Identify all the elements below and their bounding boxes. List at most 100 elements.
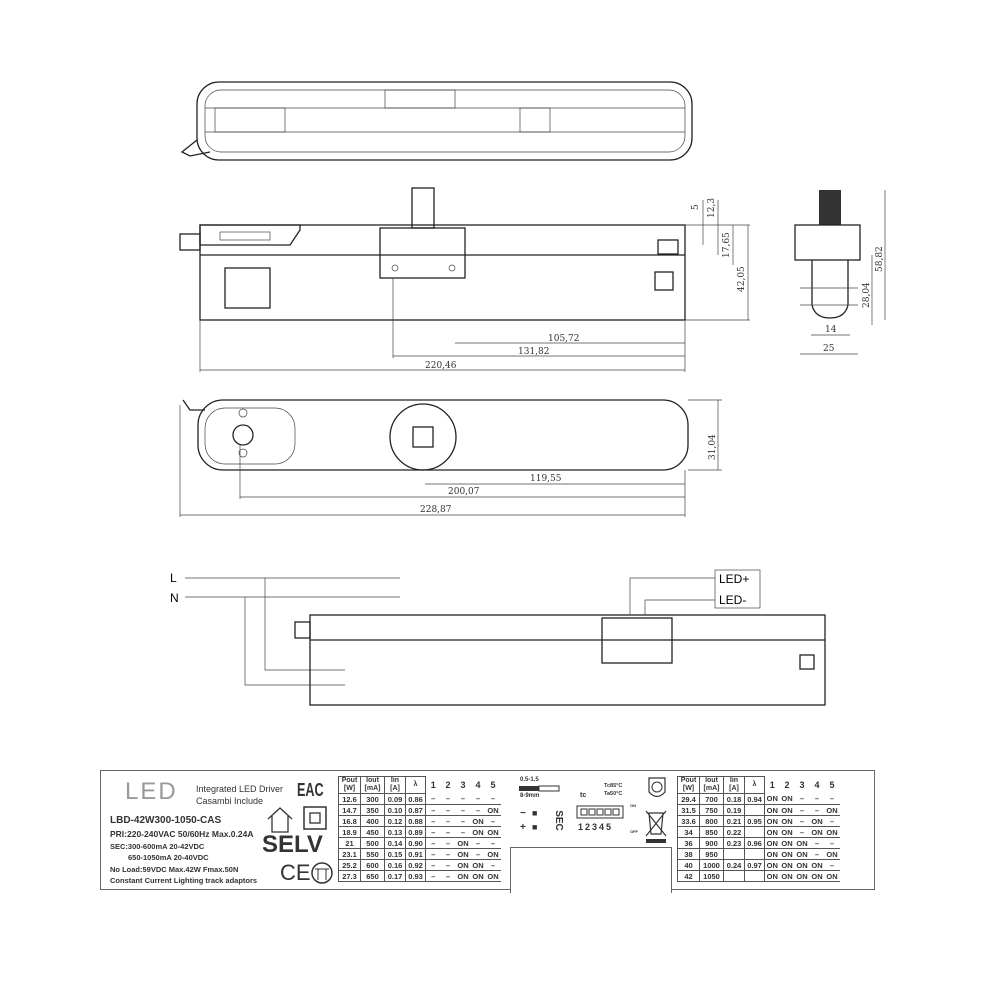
table-cell: 0.87 xyxy=(405,804,426,816)
dip-on-label: ON xyxy=(630,803,636,808)
secondary-spec-1: SEC:300-600mA 20-42VDC xyxy=(110,842,205,851)
product-label xyxy=(100,770,875,890)
table-cell: ON xyxy=(809,859,825,871)
table-cell: ON xyxy=(779,815,795,827)
table-header: Iout [mA] xyxy=(699,776,724,794)
table-cell: 0.15 xyxy=(384,848,406,860)
table-header: 5 xyxy=(829,780,835,790)
table-cell: 0.96 xyxy=(744,837,765,849)
table-cell: 34 xyxy=(677,826,700,838)
table-cell: 0.90 xyxy=(405,837,426,849)
table-cell: ON xyxy=(455,837,471,849)
table-cell: – xyxy=(440,859,456,871)
dim-17-65: 17,65 xyxy=(722,232,732,258)
table-cell: – xyxy=(425,870,441,882)
dim-228-87: 228,87 xyxy=(420,505,452,515)
table-cell: ON xyxy=(764,815,780,827)
class-ii-icon xyxy=(303,806,327,830)
table-cell: 900 xyxy=(699,837,724,849)
table-cell: 38 xyxy=(677,848,700,860)
table-cell: ON xyxy=(779,793,795,805)
table-cell: ON xyxy=(764,793,780,805)
table-header: Pout [W] xyxy=(338,776,361,794)
table-cell xyxy=(744,848,765,860)
end-view: 14 25 58,82 28,04 xyxy=(794,190,886,355)
tc-point: tc xyxy=(580,792,587,799)
table-cell: – xyxy=(824,837,840,849)
table-cell: ON xyxy=(809,815,825,827)
table-cell: – xyxy=(440,837,456,849)
table-cell: 800 xyxy=(699,815,724,827)
table-cell: ON xyxy=(824,804,840,816)
ce-mark: CE xyxy=(280,860,311,885)
table-cell: ON xyxy=(455,870,471,882)
table-cell: 0.97 xyxy=(744,859,765,871)
table-cell: 0.10 xyxy=(384,804,406,816)
table-cell: ON xyxy=(779,804,795,816)
table-cell: 450 xyxy=(360,826,385,838)
table-cell: ON xyxy=(764,804,780,816)
table-cell: 0.09 xyxy=(384,793,406,805)
table-cell: 0.17 xyxy=(384,870,406,882)
table-cell: 750 xyxy=(699,804,724,816)
table-cell xyxy=(744,870,765,882)
dim-5: 5 xyxy=(691,204,701,210)
table-cell: – xyxy=(440,804,456,816)
table-cell: 500 xyxy=(360,837,385,849)
table-cell: – xyxy=(455,793,471,805)
table-cell: – xyxy=(425,859,441,871)
dip-off-label: OFF xyxy=(630,829,638,834)
table-cell: ON xyxy=(809,870,825,882)
table-cell: ON xyxy=(824,870,840,882)
top-view xyxy=(180,81,693,161)
table-cell: 650 xyxy=(360,870,385,882)
led-logo: LED xyxy=(125,778,178,805)
table-cell: – xyxy=(425,804,441,816)
table-cell: 36 xyxy=(677,837,700,849)
table-cell: ON xyxy=(485,804,501,816)
table-cell: ON xyxy=(485,848,501,860)
table-cell: – xyxy=(425,793,441,805)
table-cell: – xyxy=(824,859,840,871)
safety-transformer-icon xyxy=(648,777,666,798)
table-header: 4 xyxy=(475,780,481,790)
table-cell: 18.9 xyxy=(338,826,361,838)
table-cell: 0.16 xyxy=(384,859,406,871)
table-header: 3 xyxy=(799,780,805,790)
table-cell: 0.86 xyxy=(405,793,426,805)
dim-12-3: 12,3 xyxy=(707,198,717,218)
table-cell: ON xyxy=(779,848,795,860)
table-cell: 33.6 xyxy=(677,815,700,827)
table-cell: 0.14 xyxy=(384,837,406,849)
wire-strip-icon xyxy=(519,785,560,792)
table-cell: 550 xyxy=(360,848,385,860)
selv-mark: SELV xyxy=(262,831,323,858)
indoor-use-icon xyxy=(267,807,293,833)
table-cell: – xyxy=(440,870,456,882)
bottom-view: 31,04 119,55 200,07 228,87 xyxy=(179,399,722,517)
table-cell: ON xyxy=(455,859,471,871)
table-cell: – xyxy=(425,815,441,827)
table-cell: ON xyxy=(794,870,810,882)
wire-l-label: L xyxy=(170,571,177,585)
table-cell: 400 xyxy=(360,815,385,827)
table-cell: – xyxy=(794,793,810,805)
dip-switch-icon xyxy=(576,805,624,819)
table-cell: 0.92 xyxy=(405,859,426,871)
table-cell: ON xyxy=(794,859,810,871)
table-cell: ON xyxy=(470,870,486,882)
table-cell: – xyxy=(425,837,441,849)
table-cell: 40 xyxy=(677,859,700,871)
side-view: 5 12,3 17,65 42,05 105,72 131,82 220,46 xyxy=(179,187,750,372)
label-title: Integrated LED Driver xyxy=(196,784,284,794)
output-plus: + xyxy=(520,822,526,833)
table-cell: – xyxy=(485,859,501,871)
